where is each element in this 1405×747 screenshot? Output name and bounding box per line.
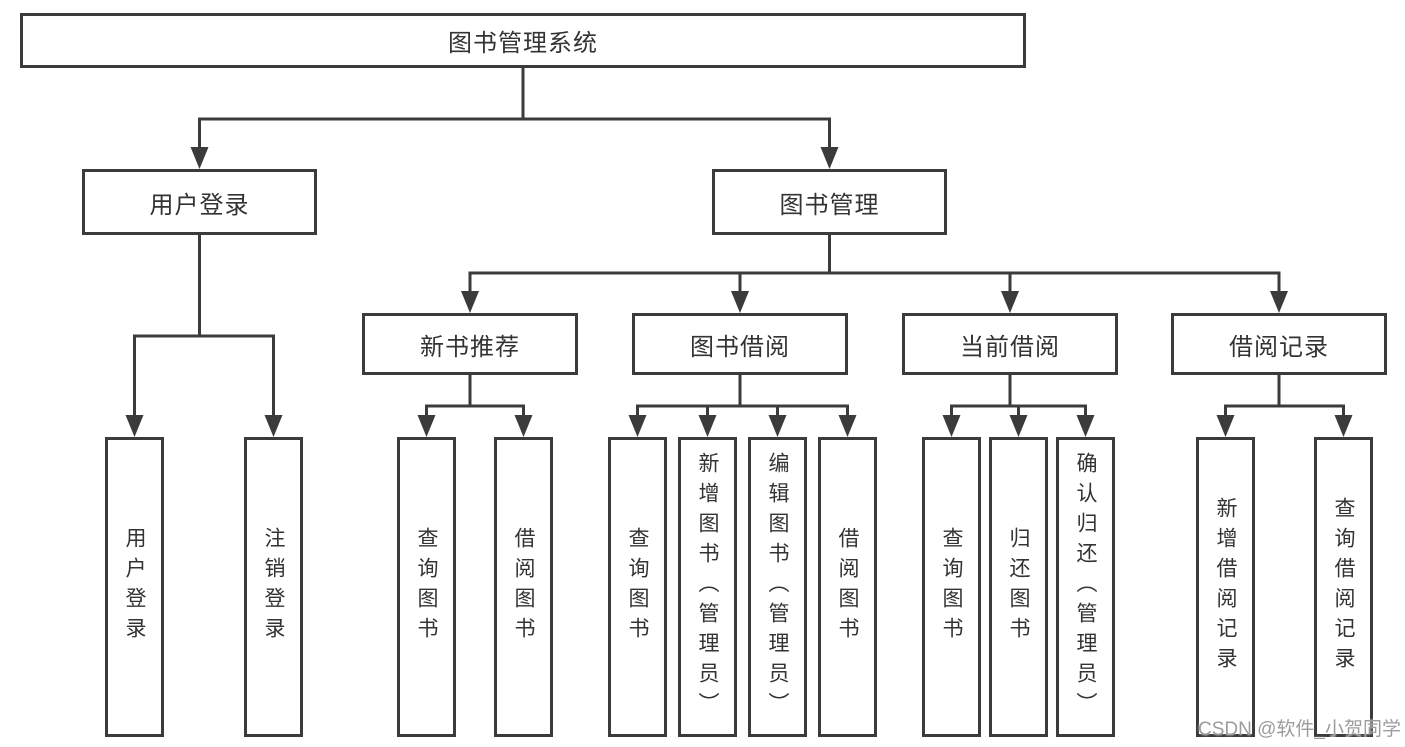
leaf-add-books-admin-label: 新增图书（管理员） bbox=[696, 452, 719, 722]
leaf-query-books-recommend-label: 查询图书 bbox=[415, 527, 438, 647]
node-root: 图书管理系统 bbox=[20, 13, 1026, 68]
connector-newbooks-to-leaves bbox=[417, 373, 533, 437]
leaf-borrow-books-recommend: 借阅图书 bbox=[494, 437, 553, 737]
connector-bookmgmt-to-level3 bbox=[461, 232, 1288, 313]
node-new-book-recommend-label: 新书推荐 bbox=[420, 333, 520, 361]
leaf-return-books-label: 归还图书 bbox=[1007, 527, 1030, 647]
connector-borrowrecords-to-leaves bbox=[1216, 373, 1353, 437]
leaf-query-books-current-label: 查询图书 bbox=[940, 527, 963, 647]
node-current-borrow-label: 当前借阅 bbox=[960, 333, 1060, 361]
leaf-user-login: 用户登录 bbox=[105, 437, 164, 737]
node-book-management-label: 图书管理 bbox=[779, 191, 880, 219]
leaf-return-books: 归还图书 bbox=[989, 437, 1048, 737]
watermark-text: CSDN @软件_小贺同学 bbox=[1198, 719, 1401, 740]
node-book-management: 图书管理 bbox=[712, 169, 947, 235]
leaf-query-books-borrow-label: 查询图书 bbox=[626, 527, 649, 647]
leaf-add-books-admin: 新增图书（管理员） bbox=[678, 437, 737, 737]
connector-currentborrow-to-leaves bbox=[942, 373, 1095, 437]
leaf-query-books-borrow: 查询图书 bbox=[608, 437, 667, 737]
node-borrow-records: 借阅记录 bbox=[1171, 313, 1387, 375]
leaf-logout: 注销登录 bbox=[244, 437, 303, 737]
leaf-query-borrow-record-label: 查询借阅记录 bbox=[1332, 497, 1355, 677]
connector-bookborrow-to-leaves bbox=[628, 373, 857, 437]
node-current-borrow: 当前借阅 bbox=[902, 313, 1118, 375]
leaf-borrow-books: 借阅图书 bbox=[818, 437, 877, 737]
node-root-label: 图书管理系统 bbox=[448, 30, 598, 57]
connector-root-to-level2 bbox=[190, 66, 839, 169]
leaf-query-books-recommend: 查询图书 bbox=[397, 437, 456, 737]
connector-userlogin-to-leaves bbox=[125, 233, 283, 437]
node-borrow-records-label: 借阅记录 bbox=[1229, 333, 1329, 361]
leaf-logout-label: 注销登录 bbox=[262, 527, 285, 647]
leaf-borrow-books-recommend-label: 借阅图书 bbox=[512, 527, 535, 647]
leaf-borrow-books-label: 借阅图书 bbox=[836, 527, 859, 647]
node-book-borrow-label: 图书借阅 bbox=[690, 333, 790, 361]
node-new-book-recommend: 新书推荐 bbox=[362, 313, 578, 375]
leaf-query-books-current: 查询图书 bbox=[922, 437, 981, 737]
leaf-add-borrow-record: 新增借阅记录 bbox=[1196, 437, 1255, 737]
node-book-borrow: 图书借阅 bbox=[632, 313, 848, 375]
leaf-edit-books-admin-label: 编辑图书（管理员） bbox=[766, 452, 789, 722]
leaf-add-borrow-record-label: 新增借阅记录 bbox=[1214, 497, 1237, 677]
leaf-user-login-label: 用户登录 bbox=[123, 527, 146, 647]
leaf-confirm-return-admin-label: 确认归还（管理员） bbox=[1074, 452, 1097, 722]
leaf-query-borrow-record: 查询借阅记录 bbox=[1314, 437, 1373, 737]
leaf-confirm-return-admin: 确认归还（管理员） bbox=[1056, 437, 1115, 737]
node-user-login: 用户登录 bbox=[82, 169, 317, 235]
leaf-edit-books-admin: 编辑图书（管理员） bbox=[748, 437, 807, 737]
node-user-login-label: 用户登录 bbox=[149, 191, 250, 219]
